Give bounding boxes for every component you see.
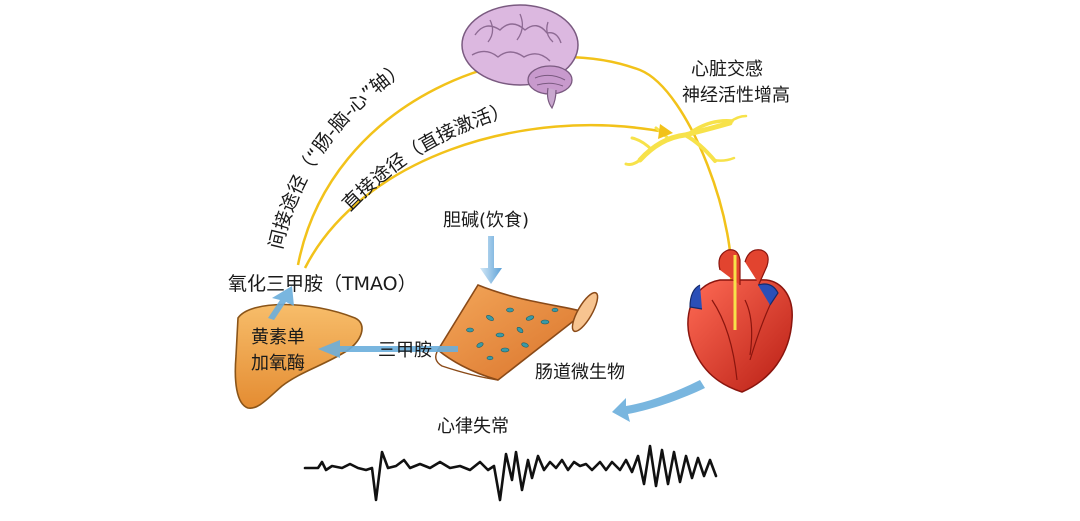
heart-icon [687,249,793,393]
arrhythmia-arrow [612,380,705,422]
direct-pathway-arc [303,124,666,269]
tmao-label: 氧化三甲胺（TMAO） [228,273,417,295]
sympathetic-label-line2: 神经活性增高 [682,85,790,106]
tma-label: 三甲胺 [378,340,432,361]
direct-pathway-label: 直接途径（直接激活） [338,99,512,215]
nerve-icon [624,114,748,166]
brain-icon [461,4,579,110]
arrhythmia-label: 心律失常 [437,416,509,437]
ecg-trace-icon [303,444,718,502]
indirect-pathway-arc [296,56,733,291]
choline-label: 胆碱(饮食) [443,210,529,231]
pathway-arrowhead [658,124,673,139]
fmo-label-line2: 加氧酶 [251,353,305,374]
tma-arrow [318,340,458,358]
choline-arrow [480,236,502,284]
tmao-arrow [268,286,294,320]
intestine-icon [435,284,599,381]
liver-icon [234,303,363,409]
sympathetic-label-line1: 心脏交感 [691,59,763,80]
fmo-label-line1: 黄素单 [251,327,305,348]
gut-microbiota-label: 肠道微生物 [535,362,625,383]
